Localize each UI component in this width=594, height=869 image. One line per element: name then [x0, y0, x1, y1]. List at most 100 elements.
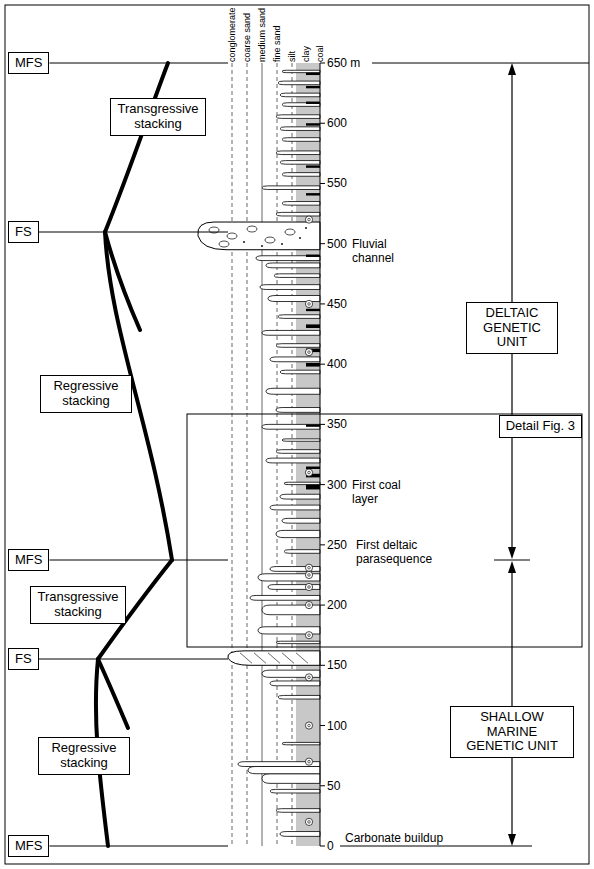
- cross-bedding: [240, 653, 252, 663]
- sand-bed: [276, 408, 320, 413]
- sand-bed: [282, 202, 320, 206]
- fossil-symbol: [305, 583, 312, 590]
- stacking-curve: [105, 232, 140, 330]
- sand-bed: [270, 681, 320, 686]
- horizon-line: [39, 659, 228, 660]
- depth-label: 600: [327, 116, 347, 130]
- sand-dot: [281, 243, 283, 245]
- horizon-line: [49, 560, 228, 561]
- detail-frame: [187, 414, 582, 647]
- depth-label: 500: [327, 237, 347, 251]
- sand-dot: [243, 241, 245, 243]
- box-text: Transgressive stacking: [37, 590, 119, 620]
- depth-label: 400: [327, 357, 347, 371]
- depth-tick: [320, 364, 325, 365]
- cross-bedding: [268, 653, 280, 663]
- sand-bed: [276, 344, 320, 348]
- coal-bed: [306, 467, 320, 469]
- coal-bed: [306, 73, 320, 75]
- annotation: First deltaic parasequence: [356, 538, 448, 566]
- sand-bed: [276, 641, 320, 643]
- channel-body: [228, 651, 320, 665]
- fossil-symbol: [305, 216, 312, 223]
- horizon-line: [39, 232, 228, 233]
- depth-tick: [320, 123, 325, 124]
- box-text: Regressive stacking: [45, 741, 123, 771]
- pebble-symbol: [285, 229, 295, 235]
- sand-bed: [266, 263, 320, 268]
- depth-tick: [320, 424, 325, 425]
- depth-tick: [320, 484, 325, 485]
- box-text: Regressive stacking: [47, 379, 125, 409]
- sand-bed: [276, 809, 320, 813]
- fossil-symbol: [305, 571, 312, 578]
- sand-bed: [268, 295, 320, 301]
- box-text: FS: [15, 652, 32, 667]
- reference-line: [340, 846, 532, 847]
- fossil-symbol: [305, 674, 312, 681]
- annotation: First coal layer: [352, 478, 418, 506]
- grain-size-guide: [247, 63, 248, 846]
- sand-bed: [270, 789, 320, 793]
- depth-label: 0: [327, 839, 334, 853]
- stacking-curve: [105, 63, 168, 232]
- sand-bed: [280, 832, 320, 837]
- sand-dot: [261, 245, 263, 247]
- depth-label: 100: [327, 719, 347, 733]
- sand-bed: [250, 595, 320, 600]
- sand-bed: [276, 450, 320, 454]
- reference-line: [372, 63, 589, 64]
- sand-bed: [280, 370, 320, 374]
- grain-size-guide: [292, 63, 293, 846]
- sand-bed: [278, 315, 320, 319]
- dimension-line: [511, 568, 512, 838]
- sand-bed: [266, 388, 320, 394]
- column-header: coarse sand: [242, 13, 253, 62]
- sand-dot: [305, 227, 307, 229]
- grain-size-guide: [262, 63, 263, 846]
- depth-label: 250: [327, 538, 347, 552]
- sand-bed: [262, 424, 320, 429]
- stacking-box: Transgressive stacking: [110, 98, 206, 136]
- sand-bed: [280, 127, 320, 131]
- box-text: DELTAIC GENETIC UNIT: [473, 306, 551, 351]
- box-text: MFS: [15, 839, 42, 854]
- fossil-symbol: [305, 632, 312, 639]
- depth-tick: [320, 183, 325, 184]
- fossil-symbol: [305, 722, 312, 729]
- depth-label: 450: [327, 297, 347, 311]
- box-text: SHALLOW MARINE GENETIC UNIT: [457, 710, 567, 755]
- fossil-symbol: [308, 676, 311, 679]
- horizon-lines: [39, 63, 228, 846]
- sand-bed: [280, 93, 320, 97]
- fossil-symbol: [305, 300, 312, 307]
- horizon-line: [49, 63, 228, 64]
- surface-box: FS: [8, 221, 39, 244]
- sand-bed: [270, 357, 320, 362]
- coal-bed: [306, 123, 320, 125]
- sand-bed: [276, 212, 320, 216]
- coal-bed: [306, 485, 320, 490]
- cross-bedding: [296, 653, 308, 663]
- fossil-symbol: [308, 574, 311, 577]
- depth-axis: [320, 63, 321, 846]
- sand-bed: [262, 186, 320, 190]
- depth-tick: [320, 605, 325, 606]
- box-text: Transgressive stacking: [117, 102, 199, 132]
- unit-box: DELTAIC GENETIC UNIT: [466, 302, 558, 355]
- figure-frame: [5, 5, 589, 864]
- sand-bed: [280, 494, 320, 499]
- arrowhead: [508, 63, 516, 75]
- coal-bed: [306, 309, 320, 311]
- fossil-symbol: [305, 564, 312, 571]
- fossil-symbol: [308, 760, 311, 763]
- stacking-box: Regressive stacking: [38, 737, 130, 775]
- depth-label: 550: [327, 176, 347, 190]
- coal-bed: [306, 363, 320, 367]
- cross-bedding: [282, 653, 294, 663]
- unit-box: SHALLOW MARINE GENETIC UNIT: [450, 706, 574, 759]
- fossil-symbol: [308, 351, 311, 354]
- surface-box: MFS: [8, 52, 49, 75]
- cross-bedding: [254, 653, 266, 663]
- column-header: fine sand: [272, 25, 283, 62]
